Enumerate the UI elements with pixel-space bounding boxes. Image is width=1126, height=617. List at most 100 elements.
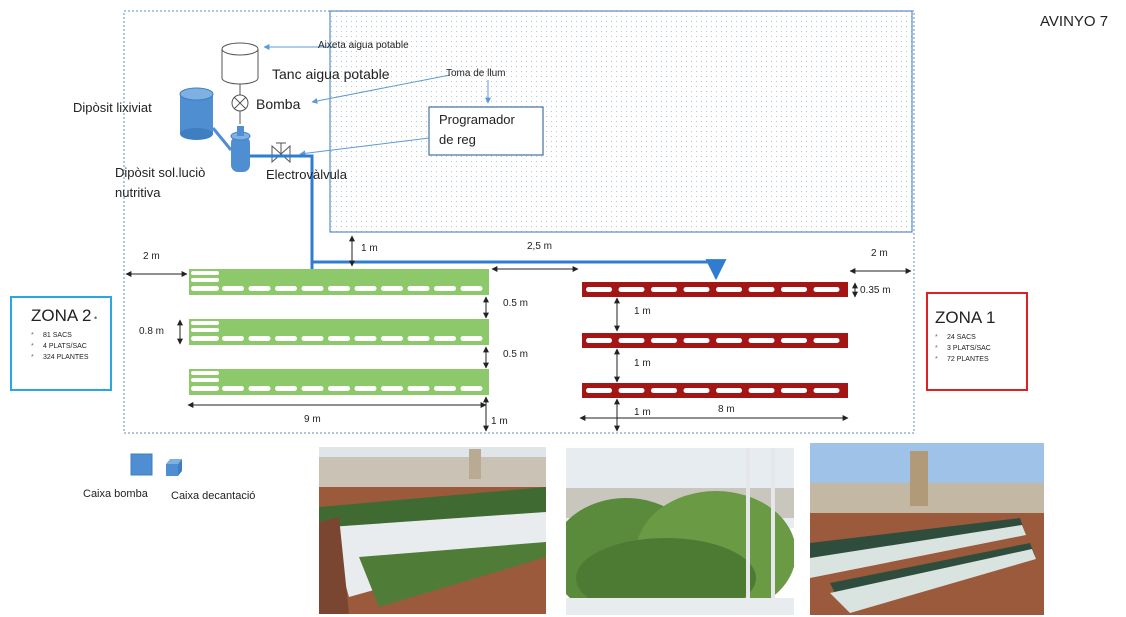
grow-bag <box>191 271 219 275</box>
grow-bag <box>618 338 645 343</box>
grow-bag <box>618 388 645 393</box>
grow-bag <box>191 336 219 341</box>
dim-2-5m: 2,5 m <box>527 241 553 252</box>
grow-bag <box>275 286 297 291</box>
grow-bag <box>328 336 350 341</box>
grow-bag <box>191 278 219 282</box>
programmer-label-2: de reg <box>439 132 476 147</box>
grow-bag <box>460 336 483 341</box>
power-label: Toma de llum <box>446 68 506 79</box>
grow-bag <box>618 287 645 292</box>
dim-z2-length: 9 m <box>304 414 321 425</box>
grow-bag <box>191 286 219 291</box>
grow-bag <box>191 321 219 325</box>
grow-bag <box>248 286 271 291</box>
grow-bag <box>781 388 807 393</box>
legend-pump-label: Caixa bomba <box>83 488 148 500</box>
zona1-item: 72 PLANTES <box>935 354 1026 365</box>
grow-bag <box>434 286 456 291</box>
grow-bag <box>716 338 742 343</box>
electrovalve <box>271 142 291 164</box>
grow-bag <box>301 386 324 391</box>
programmer-box <box>428 106 544 156</box>
grow-bag <box>683 338 710 343</box>
dim-z1-length: 8 m <box>718 404 735 415</box>
legend-settling-box <box>166 459 182 476</box>
grow-bag <box>275 386 297 391</box>
dim-z2-gap1: 0.5 m <box>503 298 529 309</box>
grow-bag <box>354 286 377 291</box>
grow-bag <box>381 336 403 341</box>
zona1-beds <box>582 282 848 398</box>
zona1-item: 24 SACS <box>935 332 1026 343</box>
photo-terrace-zona2 <box>319 447 546 614</box>
zona2-item: 324 PLANTES <box>31 352 110 363</box>
grow-bag <box>354 336 377 341</box>
grow-bag <box>381 386 403 391</box>
grow-bag <box>813 287 840 292</box>
grow-bag <box>248 336 271 341</box>
zona2-box: ZONA 2 • 81 SACS 4 PLATS/SAC 324 PLANTES <box>10 296 112 391</box>
grow-bag <box>275 336 297 341</box>
grow-bag <box>328 286 350 291</box>
valve-label: Electrovàlvula <box>266 167 347 182</box>
grow-bag <box>407 286 430 291</box>
grow-bag <box>748 287 775 292</box>
grow-bag <box>248 386 271 391</box>
grow-bag <box>222 336 244 341</box>
dim-left-2m: 2 m <box>143 251 160 262</box>
dim-z1-gap2: 1 m <box>634 358 651 369</box>
irrigation-pipe <box>250 154 727 291</box>
dim-z1-width: 0.35 m <box>860 285 891 296</box>
page-title: AVINYO 7 <box>1040 13 1109 30</box>
grow-bag <box>381 286 403 291</box>
building-area <box>329 10 913 233</box>
grow-bag <box>716 388 742 393</box>
dim-z1-bottom: 1 m <box>634 407 651 418</box>
dim-z2-bottom: 1 m <box>491 416 508 427</box>
pump-symbol <box>231 84 249 124</box>
grow-bag <box>191 328 219 332</box>
grow-bag <box>813 338 840 343</box>
grow-bag <box>222 286 244 291</box>
grow-bag <box>407 386 430 391</box>
zona2-title: ZONA 2 <box>31 306 92 325</box>
dim-z2-width: 0.8 m <box>139 326 165 337</box>
zona2-item: 4 PLATS/SAC <box>31 341 110 352</box>
grow-bag <box>222 386 244 391</box>
drinking-water-tank <box>221 42 259 85</box>
grow-bag <box>301 286 324 291</box>
grow-bag <box>781 287 807 292</box>
dim-right-2m: 2 m <box>871 248 888 259</box>
leachate-label: Dipòsit lixiviat <box>73 100 152 115</box>
tap-label: Aixeta aigua potable <box>318 40 409 51</box>
grow-bag <box>748 388 775 393</box>
zona1-box: ZONA 1 24 SACS 3 PLATS/SAC 72 PLANTES <box>926 292 1028 391</box>
terrace-boundary <box>123 10 915 434</box>
zona1-title: ZONA 1 <box>935 308 996 327</box>
grow-bag <box>328 386 350 391</box>
nutrient-label-1: Dipòsit sol.luciò <box>115 165 206 180</box>
nutrient-tank <box>211 126 251 172</box>
grow-bag <box>460 386 483 391</box>
dim-z2-gap2: 0.5 m <box>503 349 529 360</box>
grow-bag <box>301 336 324 341</box>
grow-bag <box>586 388 612 393</box>
grow-bag <box>354 386 377 391</box>
grow-bag <box>460 286 483 291</box>
grow-bag <box>434 336 456 341</box>
grow-bag <box>716 287 742 292</box>
grow-bag <box>651 388 677 393</box>
leachate-tank <box>179 87 214 140</box>
zona2-item: 81 SACS <box>31 330 110 341</box>
grow-bag <box>191 371 219 375</box>
zona1-item: 3 PLATS/SAC <box>935 343 1026 354</box>
grow-bag <box>191 386 219 391</box>
dim-up-1m: 1 m <box>361 243 378 254</box>
grow-bag <box>586 338 612 343</box>
grow-bag <box>191 378 219 382</box>
grow-bag <box>683 388 710 393</box>
legend-pump-box <box>130 453 153 476</box>
grow-bag <box>813 388 840 393</box>
